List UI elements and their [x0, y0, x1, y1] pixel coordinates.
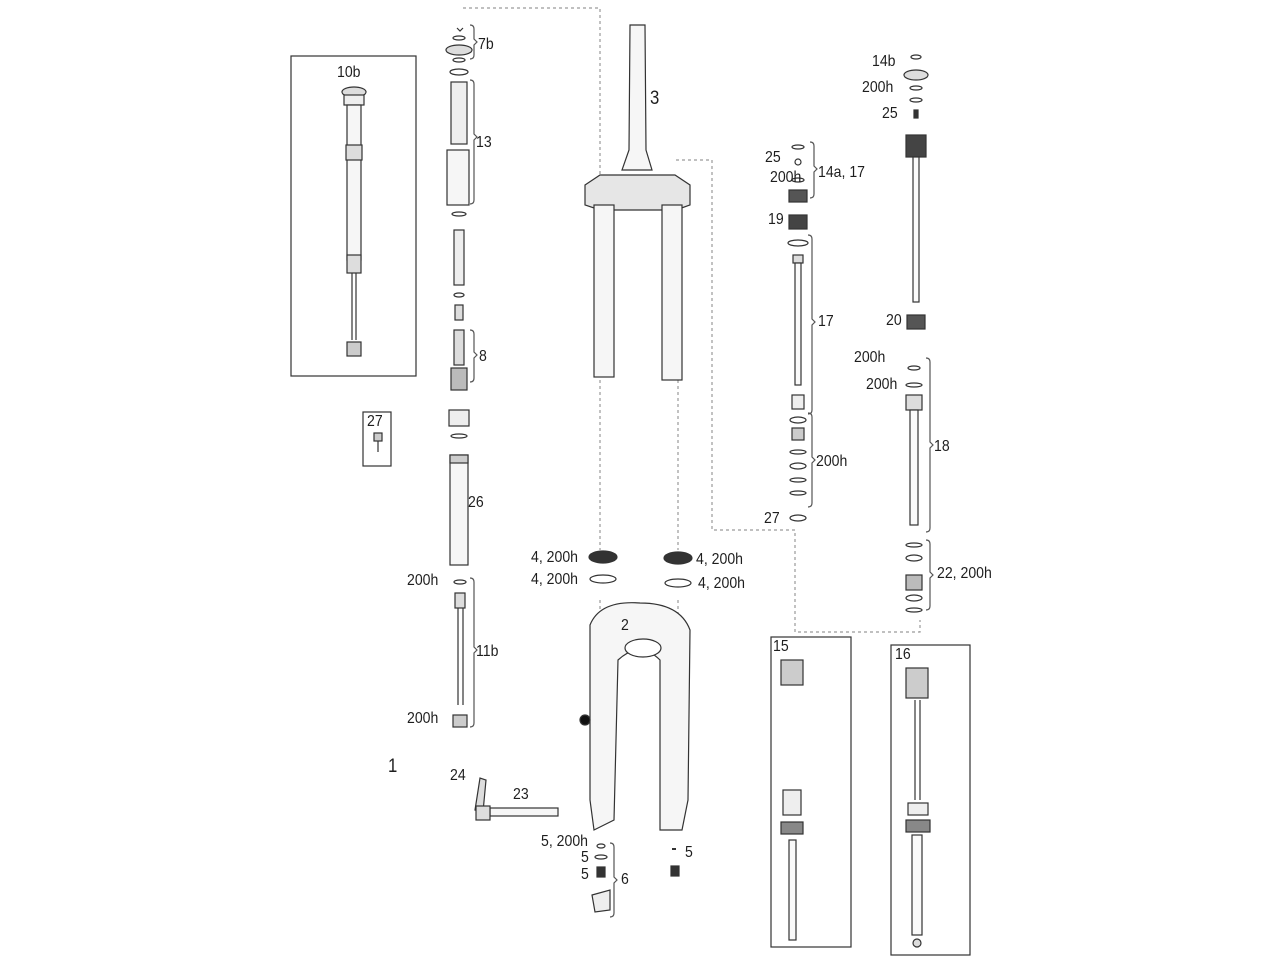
- label-200h: 200h: [816, 453, 848, 470]
- label-18: 18: [934, 438, 950, 455]
- part-5-6-hardware: [591, 843, 680, 913]
- label-6: 6: [621, 871, 629, 888]
- label-25: 25: [882, 105, 898, 122]
- part-14b-18-stack: [903, 54, 929, 613]
- label-200h: 200h: [854, 349, 886, 366]
- label-14a-17: 14a, 17: [818, 164, 865, 181]
- label-4-200h: 4, 200h: [531, 571, 578, 588]
- part-27-valve: [373, 432, 383, 452]
- label-5: 5: [685, 844, 693, 861]
- label-23: 23: [513, 786, 529, 803]
- label-26: 26: [468, 494, 484, 511]
- box-16: [890, 644, 971, 956]
- box-15: [770, 636, 852, 948]
- brackets: [469, 24, 934, 918]
- part-4-seals: [588, 550, 693, 588]
- label-20: 20: [886, 312, 902, 329]
- label-17: 17: [818, 313, 834, 330]
- label-5-200h: 5, 200h: [541, 833, 588, 850]
- label-3: 3: [650, 88, 660, 109]
- label-4-200h: 4, 200h: [698, 575, 745, 592]
- part-10b-damper: [341, 86, 367, 357]
- label-11b: 11b: [476, 643, 499, 660]
- part-16-cartridge: [905, 667, 931, 948]
- label-200h: 200h: [407, 710, 439, 727]
- label-16: 16: [895, 646, 911, 663]
- label-200h: 200h: [866, 376, 898, 393]
- label-7b: 7b: [478, 36, 494, 53]
- part-26-tube: [449, 454, 469, 566]
- label-200h: 200h: [862, 79, 894, 96]
- part-8-rod: [448, 329, 470, 439]
- box-27: [362, 411, 392, 467]
- part-7b-13-stack: [445, 27, 473, 321]
- label-14b: 14b: [872, 53, 896, 70]
- label-13: 13: [476, 134, 492, 151]
- label-2: 2: [621, 617, 629, 634]
- label-1: 1: [388, 756, 398, 777]
- label-4-200h: 4, 200h: [696, 551, 743, 568]
- part-2-lower-fork: [579, 602, 691, 831]
- dashed-guide-lines: [463, 7, 921, 633]
- label-25: 25: [765, 149, 781, 166]
- part-11b-shaft: [452, 579, 468, 728]
- label-27: 27: [367, 413, 383, 430]
- label-200h: 200h: [407, 572, 439, 589]
- label-15: 15: [773, 638, 789, 655]
- label-4-200h: 4, 200h: [531, 549, 578, 566]
- part-23-24-axle: [474, 777, 559, 821]
- part-15-cartridge: [780, 659, 804, 941]
- label-24: 24: [450, 767, 466, 784]
- label-19: 19: [768, 211, 784, 228]
- label-27: 27: [764, 510, 780, 527]
- label-5: 5: [581, 849, 589, 866]
- part-3-upper-fork: [584, 24, 691, 381]
- label-10b: 10b: [337, 64, 361, 81]
- label-8: 8: [479, 348, 487, 365]
- box-10b: [290, 55, 417, 377]
- label-5: 5: [581, 866, 589, 883]
- label-200h: 200h: [770, 169, 802, 186]
- label-22-200h: 22, 200h: [937, 565, 992, 582]
- part-14a-17-stack: [787, 144, 809, 522]
